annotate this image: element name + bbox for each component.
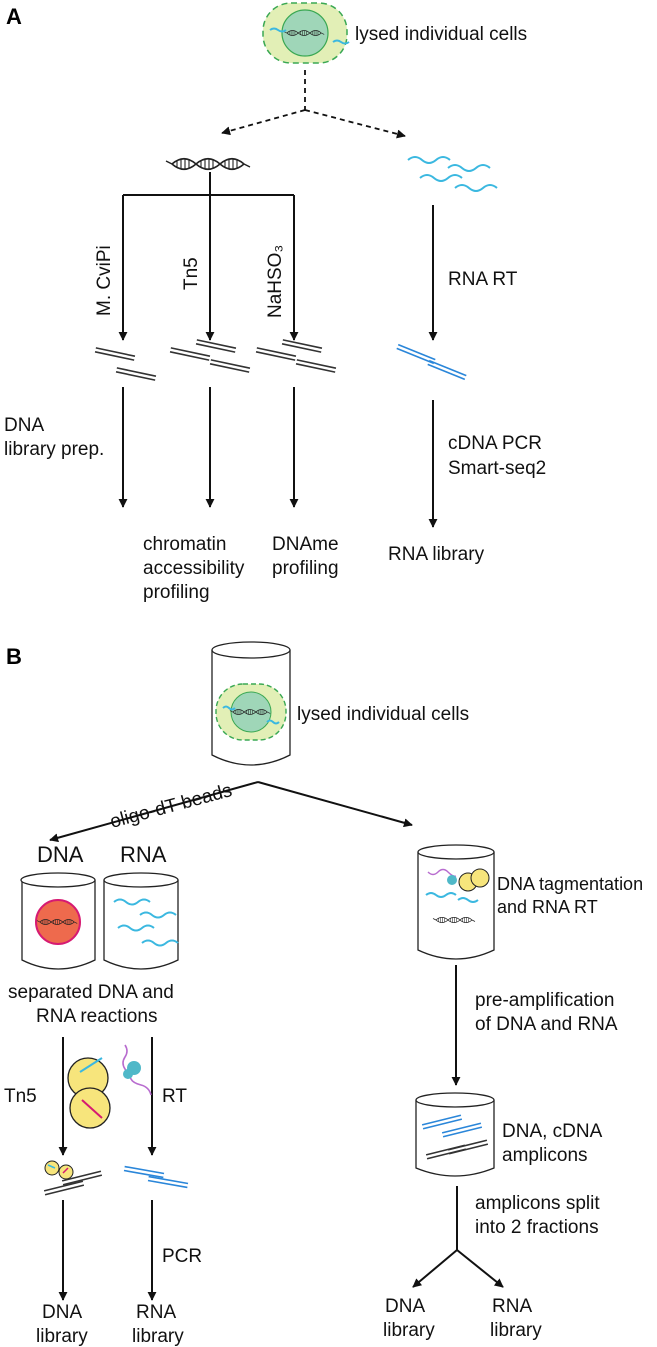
output-dname-1: DNAme xyxy=(272,534,339,555)
enzyme-tn5-label: Tn5 xyxy=(181,257,202,290)
rna-header: RNA xyxy=(120,842,167,867)
output-dname-2: profiling xyxy=(272,558,339,579)
pcr-label: PCR xyxy=(162,1246,202,1267)
dna-header: DNA xyxy=(37,842,84,867)
dna-fragments-1 xyxy=(94,347,157,381)
tagmentation-label-1: DNA tagmentation xyxy=(497,874,643,894)
enzyme-nahso3-label: NaHSO₃ xyxy=(265,245,286,318)
rna-rt-label: RNA RT xyxy=(448,269,518,290)
cdna-pcr-label: cDNA PCR xyxy=(448,433,542,454)
panel-a-cell-label: lysed individual cells xyxy=(355,24,527,45)
amplicons-label-2: amplicons xyxy=(502,1145,588,1166)
dna-branch-bracket xyxy=(118,172,299,341)
right-rna-library-2: library xyxy=(490,1320,542,1341)
separated-label-1: separated DNA and xyxy=(8,982,174,1003)
panel-b-label: B xyxy=(6,644,22,669)
left-rna-library-1: RNA xyxy=(136,1302,176,1323)
separated-label-2: RNA reactions xyxy=(36,1006,157,1027)
preamp-label-2: of DNA and RNA xyxy=(475,1014,618,1035)
output-rna-library: RNA library xyxy=(388,544,485,565)
amplicons-label-1: DNA, cDNA xyxy=(502,1121,603,1142)
dna-tube-icon xyxy=(20,872,96,970)
oligo-dt-beads-label: oligo-dT beads xyxy=(108,780,235,833)
bead-split-arrows xyxy=(49,781,413,843)
amplicon-split-arrows xyxy=(412,1186,504,1288)
amplicons-tube-icon xyxy=(415,1092,495,1177)
dna-helix-icon xyxy=(165,157,251,171)
rt-enzyme-icon xyxy=(122,1044,152,1096)
right-rna-library-1: RNA xyxy=(492,1296,532,1317)
output-chromatin-3: profiling xyxy=(143,582,210,603)
right-dna-library-2: library xyxy=(383,1320,435,1341)
dna-fragments-3 xyxy=(255,339,337,373)
library-prep-arrows xyxy=(118,387,299,508)
lysed-cell-tube-icon xyxy=(211,641,291,766)
output-chromatin-2: accessibility xyxy=(143,558,245,579)
rna-tube-icon xyxy=(103,872,179,970)
enzyme-mcvipi-label: M. CviPi xyxy=(94,245,115,316)
output-chromatin-1: chromatin xyxy=(143,534,226,555)
rt-label: RT xyxy=(162,1086,187,1107)
right-dna-library-1: DNA xyxy=(385,1296,425,1317)
panel-a-label: A xyxy=(6,4,22,29)
lysed-cell-icon xyxy=(262,2,350,64)
cdna-fragments xyxy=(395,343,468,381)
split-label-1: amplicons split xyxy=(475,1193,600,1214)
tagmentation-label-2: and RNA RT xyxy=(497,897,598,917)
panel-b-cell-label: lysed individual cells xyxy=(297,704,469,725)
preamp-label-1: pre-amplification xyxy=(475,990,614,1011)
dashed-split-arrows xyxy=(221,70,406,139)
left-rna-library-2: library xyxy=(132,1326,184,1347)
rna-cdna-fragments xyxy=(123,1165,189,1189)
dna-prep-label-2: library prep. xyxy=(4,439,104,460)
dna-fragments-2 xyxy=(169,339,251,373)
left-dna-library-1: DNA xyxy=(42,1302,82,1323)
tn5-label: Tn5 xyxy=(4,1086,37,1107)
tagmentation-tube-icon xyxy=(417,844,495,960)
tn5-enzyme-icon xyxy=(67,1057,111,1129)
split-label-2: into 2 fractions xyxy=(475,1217,599,1238)
smart-seq2-label: Smart-seq2 xyxy=(448,458,546,479)
left-dna-library-2: library xyxy=(36,1326,88,1347)
dna-prep-label-1: DNA xyxy=(4,415,44,436)
tagmented-fragments-icon xyxy=(43,1160,103,1196)
rna-molecules-icon xyxy=(407,156,498,192)
